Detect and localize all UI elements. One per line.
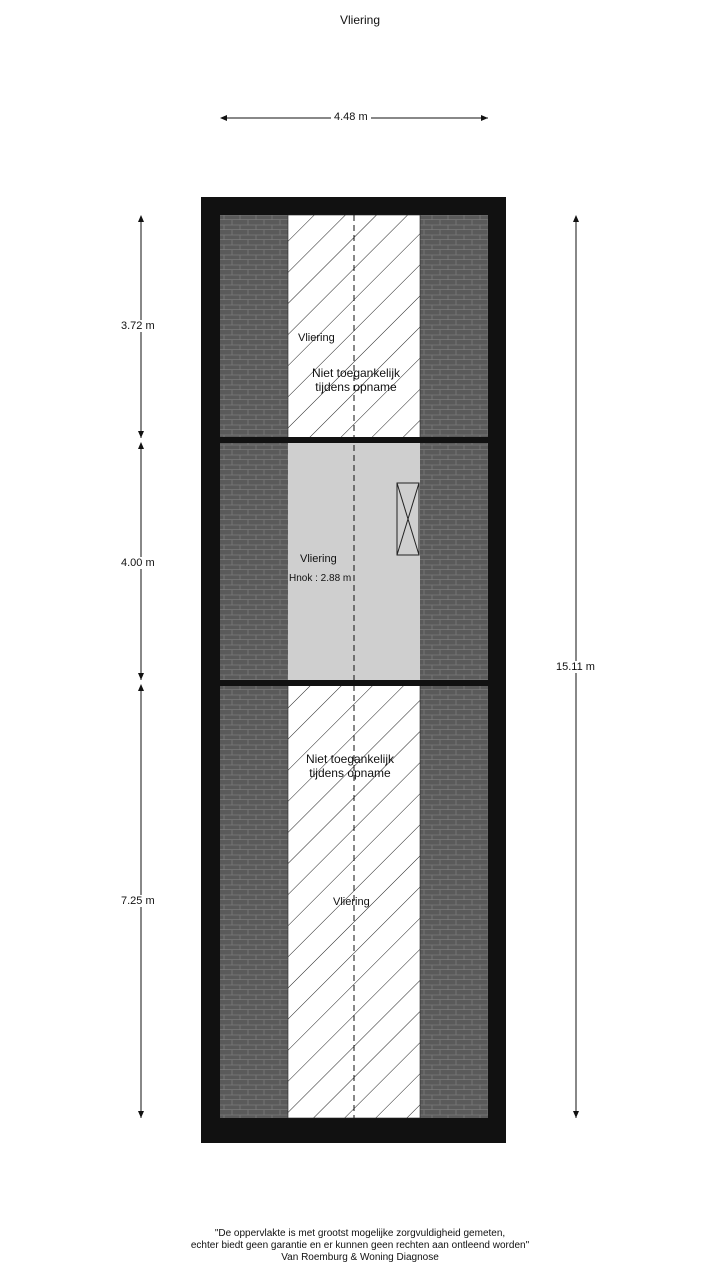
bottom-room-note-line2: tijdens opname	[309, 766, 391, 780]
middle-room-name: Vliering	[300, 553, 337, 565]
dim-left-bottom-label: 7.25 m	[118, 895, 158, 907]
roof-window-symbol	[396, 482, 420, 556]
dim-left-middle-label: 4.00 m	[118, 557, 158, 569]
disclaimer-line1: "De oppervlakte is met grootst mogelijke…	[214, 1228, 506, 1239]
top-room-note: Niet toegankelijk tijdens opname	[300, 366, 412, 394]
divider-bottom	[220, 680, 488, 686]
top-room-note-line2: tijdens opname	[315, 380, 397, 394]
top-room-note-line1: Niet toegankelijk	[311, 366, 401, 380]
disclaimer: "De oppervlakte is met grootst mogelijke…	[0, 1228, 720, 1264]
top-room-name: Vliering	[298, 332, 335, 344]
dim-left-top-label: 3.72 m	[118, 320, 158, 332]
dim-right-total-label: 15.11 m	[553, 661, 598, 673]
disclaimer-line2: echter biedt geen garantie en er kunnen …	[190, 1240, 530, 1251]
bottom-room-note-line1: Niet toegankelijk	[305, 752, 395, 766]
dim-width-label: 4.48 m	[331, 111, 371, 123]
middle-room-height: Hnok : 2.88 m	[289, 573, 352, 584]
bottom-room-note: Niet toegankelijk tijdens opname	[294, 752, 406, 780]
disclaimer-company: Van Roemburg & Woning Diagnose	[281, 1252, 439, 1263]
plan-title: Vliering	[339, 13, 381, 27]
bottom-room-name: Vliering	[333, 896, 370, 908]
